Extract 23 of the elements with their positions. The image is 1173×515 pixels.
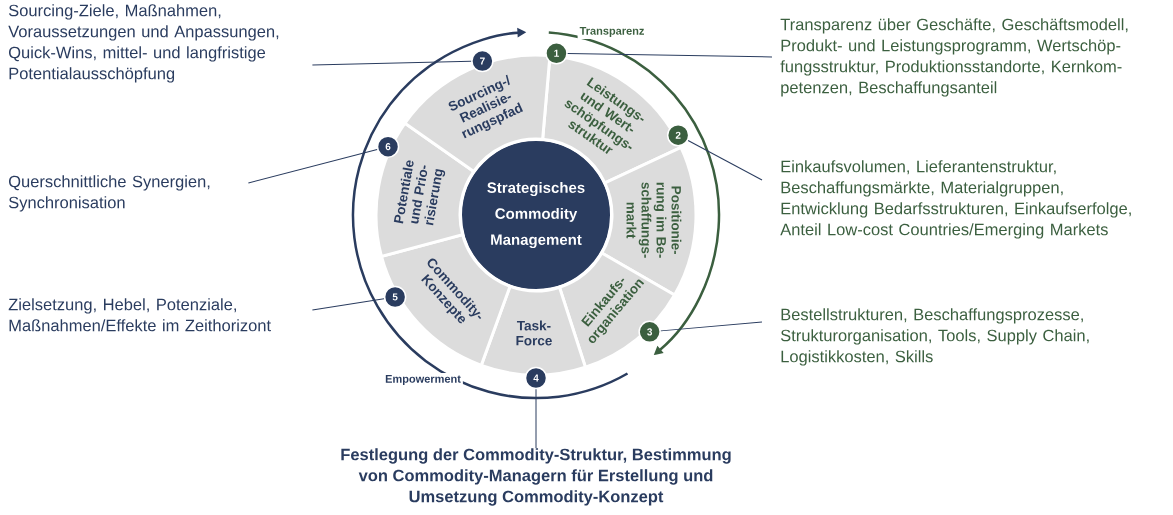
leader-line (535, 388, 537, 449)
number-badge: 3 (638, 320, 661, 344)
description-text: Querschnittliche Synergien, Synchronisation (8, 175, 210, 212)
description-text: Festlegung der Commodity-Struktur, Bestimmung von Commodity-Managern für Erstellung und Umsetzung Commodity-Konzept (341, 448, 731, 506)
arrow-label: Transparenz (577, 25, 647, 39)
description-text: Transparenz über Geschäfte, Geschäftsmodell, Produkt- und Leistungsprogramm, Wertschöp- fungsstruktur, Produktionsstandorte, Kernkom- petenzen, Beschaffungsanteil (780, 18, 1128, 97)
description-text: Sourcing-Ziele, Maßnahmen, Voraussetzungen und Anpassungen, Quick-Wins, mittel- und langfristige Potentialausschöpfung (8, 4, 279, 83)
number-badge: 7 (471, 49, 494, 73)
description-text: Bestellstrukturen, Beschaffungsprozesse, Strukturorganisation, Tools, Supply Chain, Logistikkosten, Skills (780, 308, 1089, 366)
number-badge: 5 (383, 285, 407, 309)
arrow-label: Empowerment (383, 373, 463, 387)
leader-line (247, 148, 378, 184)
leader-line (687, 140, 763, 181)
number-badge: 2 (666, 124, 690, 147)
leader-line (311, 60, 472, 66)
leader-line (311, 298, 385, 311)
description-text: Zielsetzung, Hebel, Potenziale, Maßnahmen/Effekte im Zeithorizont (8, 298, 271, 332)
description-text: Einkaufsvolumen, Lieferantenstruktur, Beschaffungsmärkte, Materialgruppen, Entwicklung Bedarfsstrukturen, Einkaufserfolge, Anteil Low-cost Countries/Emerging Markets (780, 160, 1131, 239)
leader-line (660, 321, 763, 332)
number-badge: 4 (524, 366, 548, 390)
number-badge: 1 (545, 42, 568, 65)
number-badge: 6 (376, 135, 400, 158)
leader-line (567, 53, 773, 58)
